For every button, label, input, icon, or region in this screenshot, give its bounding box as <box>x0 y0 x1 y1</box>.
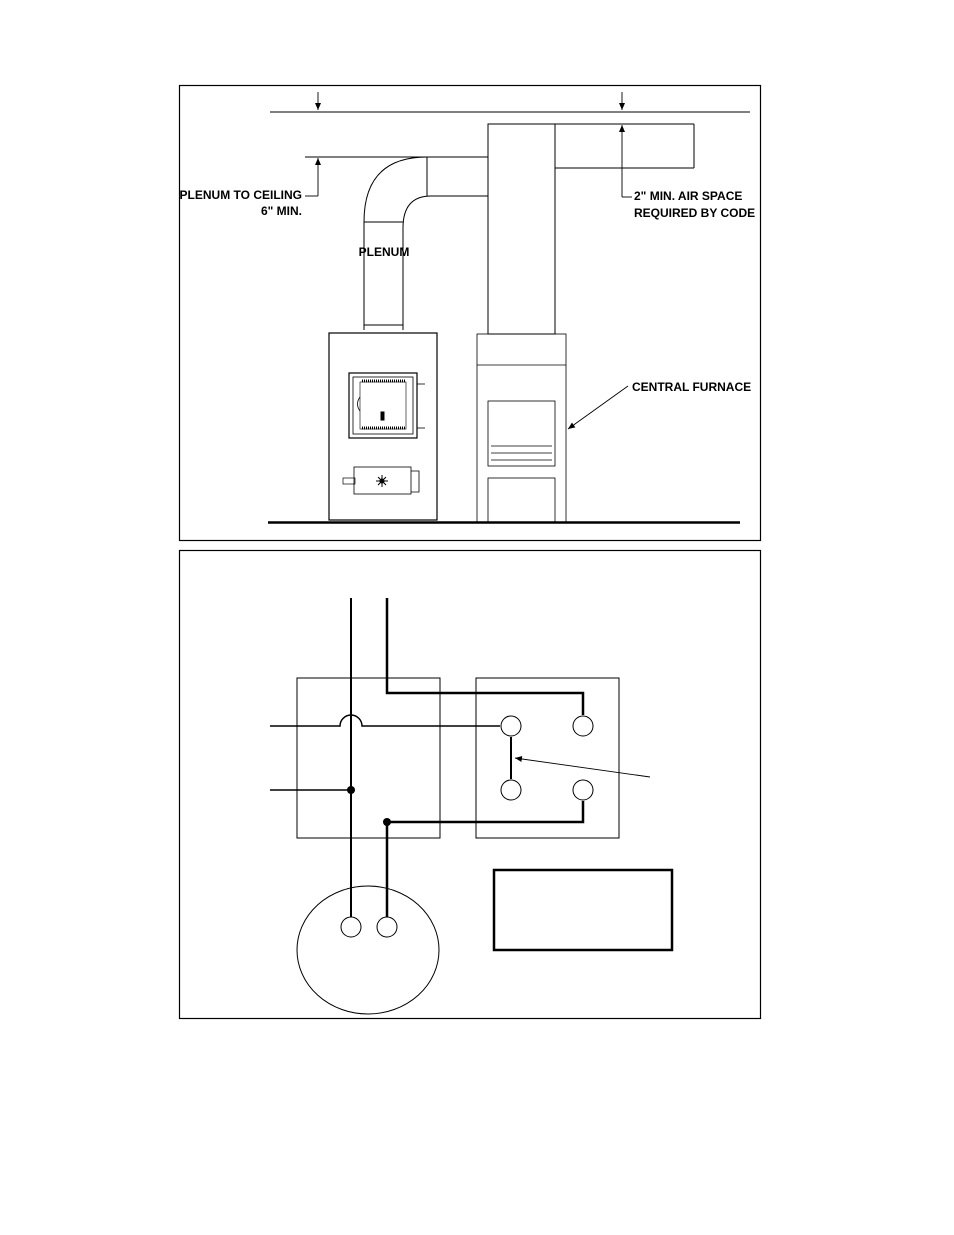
bottom-panel-frame <box>178 549 762 1020</box>
plenum-to-ceiling-label: PLENUM TO CEILING <box>180 188 302 202</box>
fan-motor <box>296 885 440 1015</box>
terminal <box>500 715 522 737</box>
junction-box <box>296 677 441 839</box>
terminal <box>500 779 522 801</box>
wire-junction-dot <box>383 818 391 826</box>
installation-diagram: PLENUM TO CEILING 6" MIN. PLENUM 2" MIN.… <box>178 84 762 542</box>
fan-icon <box>376 475 388 487</box>
furnace-duct <box>487 123 695 335</box>
terminal <box>572 779 594 801</box>
central-furnace-leader <box>567 385 629 430</box>
motor-terminal <box>376 916 398 938</box>
central-furnace-label: CENTRAL FURNACE <box>632 380 751 394</box>
relay-terminals <box>500 715 594 801</box>
stove-unit <box>328 332 438 521</box>
terminal <box>572 715 594 737</box>
air-space-label: 2" MIN. AIR SPACE <box>634 189 742 203</box>
relay-box <box>475 677 620 839</box>
plenum-label: PLENUM <box>359 245 410 259</box>
central-furnace <box>476 333 567 523</box>
wire-junction-dot <box>347 786 355 794</box>
notes-box <box>492 868 674 952</box>
relay-leader-arrow <box>514 756 651 778</box>
air-space-code-label: REQUIRED BY CODE <box>634 206 755 220</box>
wiring-diagram <box>178 549 762 1020</box>
air-space-dimension <box>619 92 632 198</box>
wires <box>270 598 585 917</box>
top-panel-frame <box>178 84 762 542</box>
plenum-duct <box>363 156 488 330</box>
plenum-clearance-dimension <box>305 92 488 197</box>
motor-terminal <box>340 916 362 938</box>
plenum-to-ceiling-min-label: 6" MIN. <box>261 204 302 218</box>
